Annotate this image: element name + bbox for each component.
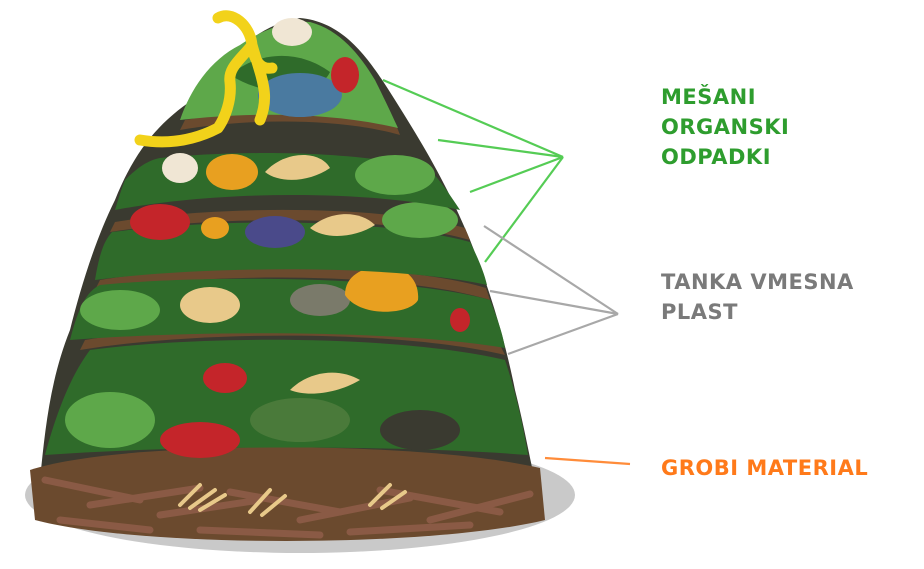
label-line: MEŠANI <box>661 82 789 112</box>
label-line: ORGANSKI <box>661 112 789 142</box>
label-line: TANKA VMESNA <box>661 267 854 297</box>
leader-lines-thin <box>484 226 618 354</box>
leader-lines-coarse <box>545 458 630 464</box>
label-thin-intermediate-layer: TANKA VMESNA PLAST <box>661 267 854 327</box>
label-line: PLAST <box>661 297 854 327</box>
coarse-material-layer <box>30 447 545 541</box>
organic-waste-items <box>70 16 505 348</box>
label-line: ODPADKI <box>661 142 789 172</box>
label-mixed-organic-waste: MEŠANI ORGANSKI ODPADKI <box>661 82 789 172</box>
mixed-organic-layers <box>45 340 528 458</box>
label-coarse-material: GROBI MATERIAL <box>661 453 868 483</box>
label-line: GROBI MATERIAL <box>661 453 868 483</box>
